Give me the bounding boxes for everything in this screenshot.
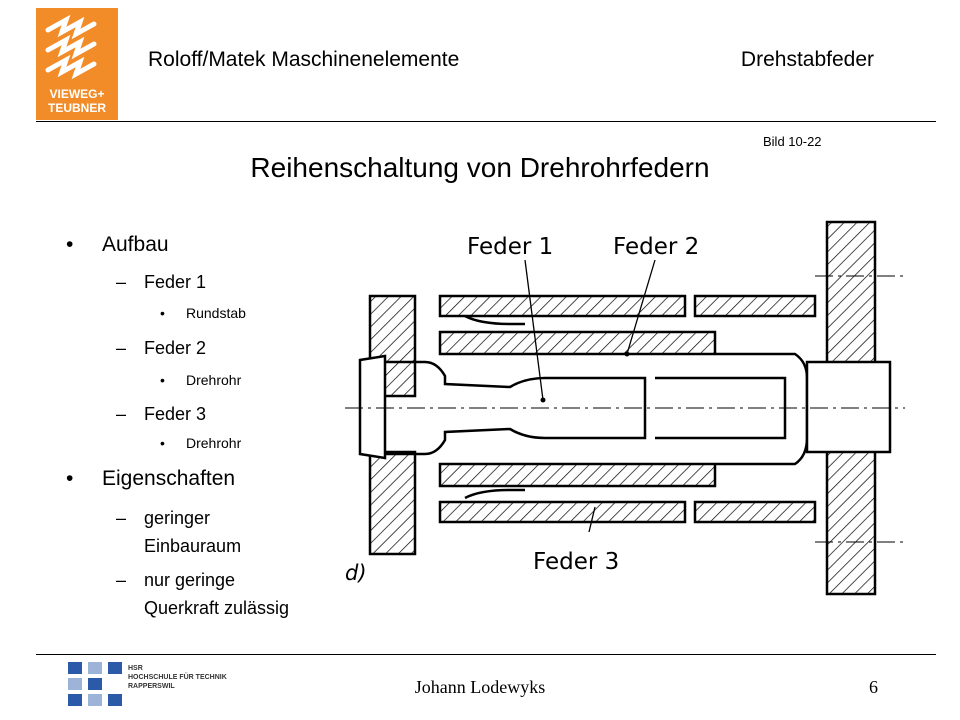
- slide-title: Reihenschaltung von Drehrohrfedern: [250, 152, 710, 183]
- header-book-title: Roloff/Matek Maschinenelemente: [148, 48, 460, 71]
- logo-line-1: VIEWEG+: [49, 87, 104, 101]
- right-flange-lower: [825, 442, 877, 596]
- right-flange-upper: [825, 220, 877, 374]
- svg-text:RAPPERSWIL: RAPPERSWIL: [128, 683, 175, 690]
- outer-tube-upper: [438, 294, 687, 318]
- label-feder-2: Feder 2: [613, 234, 699, 260]
- list-item-feder3: –Feder 3: [116, 404, 207, 424]
- right-bolt-head: [805, 360, 892, 454]
- outer-tube-lower: [438, 500, 687, 524]
- list-item-drehrohr-1: •Drehrohr: [160, 372, 242, 388]
- label-feder-1: Feder 1: [467, 234, 553, 260]
- page-number: 6: [869, 677, 878, 697]
- spring-section-drawing: Feder 1 Feder 2 Feder 3 d): [345, 220, 905, 596]
- list-item-feder1: –Feder 1: [116, 272, 207, 292]
- label-d: d): [345, 561, 367, 585]
- list-item-eigenschaften: •Eigenschaften: [66, 467, 236, 490]
- header-chapter-title: Drehstabfeder: [740, 48, 874, 71]
- inner-tube-upper: [438, 330, 717, 356]
- list-item-aufbau: •Aufbau: [66, 233, 169, 256]
- footer-divider: [36, 654, 936, 655]
- right-hub: [715, 352, 809, 466]
- hsr-logo: HSR HOCHSCHULE FÜR TECHNIK RAPPERSWIL: [68, 662, 227, 706]
- right-tube-upper: [693, 294, 817, 318]
- left-bolt-head: [358, 354, 387, 460]
- figure-reference: Bild 10-22: [763, 134, 822, 149]
- round-bar: [385, 360, 647, 456]
- svg-text:HOCHSCHULE FÜR TECHNIK: HOCHSCHULE FÜR TECHNIK: [128, 672, 227, 681]
- list-item-feder2: –Feder 2: [116, 338, 207, 358]
- list-item-drehrohr-2: •Drehrohr: [160, 435, 242, 451]
- footer-author: Johann Lodewyks: [414, 677, 546, 697]
- svg-text:HSR: HSR: [128, 665, 143, 672]
- label-feder-3: Feder 3: [533, 549, 619, 575]
- right-tube-lower: [693, 500, 817, 524]
- header-divider: [36, 121, 936, 122]
- list-item-rundstab: •Rundstab: [160, 305, 246, 321]
- logo-line-2: TEUBNER: [48, 101, 106, 115]
- vieweg-teubner-logo: VIEWEG+ TEUBNER: [36, 8, 118, 120]
- inner-tube-lower: [438, 462, 717, 488]
- left-flange-lower: [368, 450, 417, 556]
